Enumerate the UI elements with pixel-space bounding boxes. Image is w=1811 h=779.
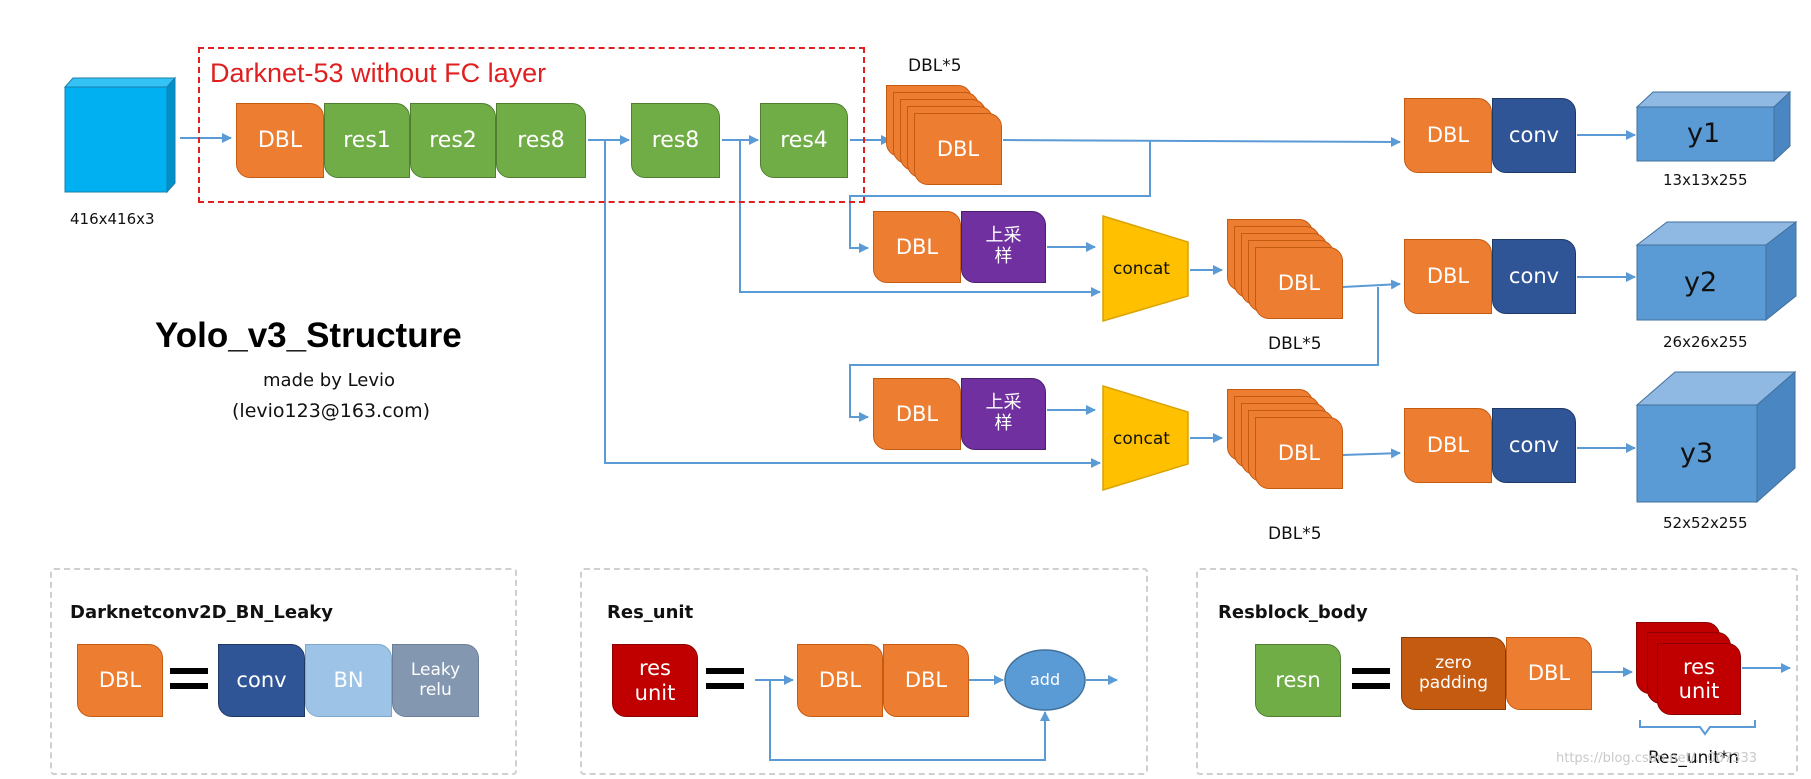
branch2-dbl-out-block: DBL (1404, 239, 1492, 314)
line-res8b-to-concat-row2 (739, 140, 1101, 297)
y3-label: y3 (1680, 438, 1714, 469)
backbone-dbl-block: DBL (236, 103, 324, 178)
legend-res-unit-block: res unit (612, 644, 698, 717)
backbone-res2-block: res2 (410, 103, 496, 178)
y1-label: y1 (1687, 118, 1721, 149)
legend-res-equals-top (706, 668, 744, 674)
input-cube (63, 76, 177, 194)
legend-res-unit-n-label: Res_unit*n (1648, 748, 1740, 768)
arrow-stack3-to-dbl-y3 (1342, 448, 1401, 459)
legend-conv-block: conv (218, 644, 305, 717)
darknet-region (198, 47, 865, 203)
branch3-upsample-block: 上采 样 (961, 378, 1046, 450)
backbone-res8-block-a: res8 (496, 103, 586, 178)
branch1-stack-label: DBL*5 (908, 56, 962, 76)
branch3-dbl-out-block: DBL (1404, 408, 1492, 483)
diagram-title: Yolo_v3_Structure (155, 316, 462, 355)
branch3-stack-label: DBL*5 (1268, 524, 1322, 544)
backbone-res1-block: res1 (324, 103, 410, 178)
legend-res-equals-bottom (706, 683, 744, 689)
backbone-res4-block: res4 (760, 103, 848, 178)
legend-resblock-equals-top (1352, 668, 1390, 674)
input-size-label: 416x416x3 (70, 210, 155, 228)
line-stack2-to-row3 (849, 287, 1379, 422)
branch2-concat-label: concat (1113, 259, 1170, 279)
legend-resblock-dbl-block: DBL (1506, 637, 1592, 710)
branch3-stack-front: DBL (1255, 417, 1343, 489)
arrow-stack2-to-dbl-y2 (1342, 279, 1401, 290)
legend-res-title: Res_unit (607, 602, 694, 623)
legend-dbl-equals-bottom (170, 683, 208, 689)
branch3-conv-block: conv (1492, 408, 1576, 483)
darknet-title: Darknet-53 without FC layer (210, 58, 547, 88)
legend-res-dbl-2: DBL (883, 644, 969, 717)
legend-resblock-title: Resblock_body (1218, 602, 1368, 623)
add-ellipse (1004, 649, 1086, 711)
legend-dbl-title: Darknetconv2D_BN_Leaky (70, 602, 333, 623)
branch2-upsample-block: 上采 样 (961, 211, 1046, 283)
line-legend-res-skip (769, 680, 1050, 761)
branch2-stack-front: DBL (1255, 247, 1343, 319)
y2-size-label: 26x26x255 (1663, 333, 1748, 351)
brace-res-unit-n (1639, 720, 1756, 736)
legend-resn-block: resn (1255, 644, 1341, 717)
y3-size-label: 52x52x255 (1663, 514, 1748, 532)
branch1-stack-front: DBL (914, 113, 1002, 185)
legend-dbl-box (50, 568, 517, 775)
email-label: (levio123@163.com) (232, 400, 431, 422)
legend-resblock-equals-bottom (1352, 683, 1390, 689)
branch1-conv-block: conv (1492, 98, 1576, 173)
y2-label: y2 (1684, 267, 1718, 298)
output-cube-y1 (1635, 90, 1792, 163)
legend-res-dbl-1: DBL (797, 644, 883, 717)
backbone-res8-block-b: res8 (631, 103, 720, 178)
legend-bn-block: BN (305, 644, 392, 717)
concat-shape-row3 (1102, 384, 1189, 492)
legend-res-box (580, 568, 1148, 775)
output-cube-y2 (1635, 220, 1798, 322)
branch1-dbl-block: DBL (1404, 98, 1492, 173)
branch2-stack-label: DBL*5 (1268, 334, 1322, 354)
branch3-dbl-block: DBL (873, 378, 961, 450)
author-label: made by Levio (263, 370, 396, 391)
y1-size-label: 13x13x255 (1663, 171, 1748, 189)
branch3-concat-label: concat (1113, 429, 1170, 449)
line-stack1-to-row2 (849, 141, 1151, 253)
watermark: https://blog.csdn.net/...007333 (1556, 751, 1758, 766)
legend-resblock-box (1196, 568, 1798, 775)
legend-leaky-relu-block: Leaky relu (392, 644, 479, 717)
output-cube-y3 (1635, 370, 1797, 504)
line-res8a-to-concat-row3 (604, 140, 1101, 468)
arrow-stack1-to-dbl-y1 (1002, 136, 1401, 147)
branch2-conv-block: conv (1492, 239, 1576, 314)
branch2-dbl-block: DBL (873, 211, 961, 283)
legend-res-unit-stack-front: res unit (1657, 643, 1741, 715)
concat-shape-row2 (1102, 214, 1189, 323)
legend-dbl-equals-top (170, 668, 208, 674)
legend-dbl-block: DBL (77, 644, 163, 717)
legend-add-label: add (1030, 670, 1061, 689)
legend-zero-padding-block: zero padding (1401, 637, 1506, 710)
